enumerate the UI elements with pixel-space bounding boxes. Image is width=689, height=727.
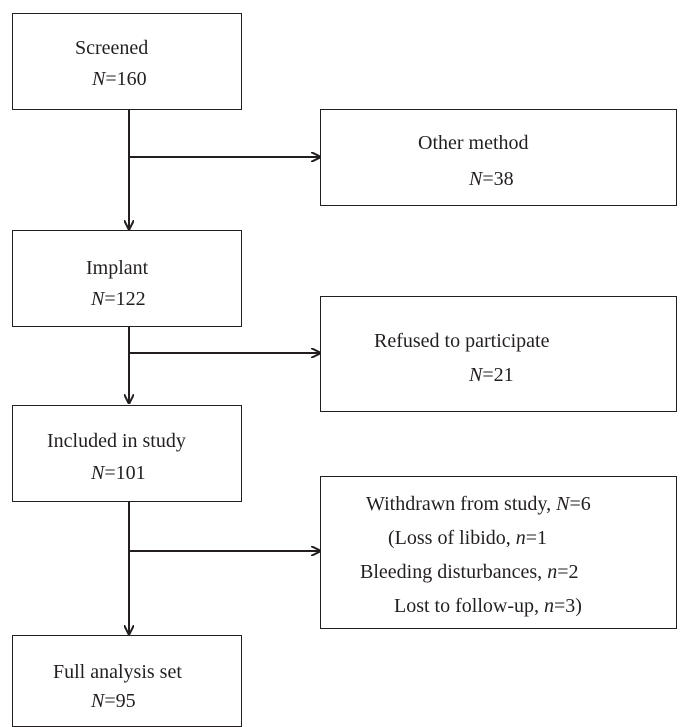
included-box <box>12 405 242 502</box>
refused-count: N=21 <box>469 364 514 386</box>
refused-box <box>320 296 677 412</box>
withdrawn-line-4: Lost to follow-up, n=3) <box>394 595 582 617</box>
other-method-box <box>320 109 677 206</box>
withdrawn-line-2: (Loss of libido, n=1 <box>388 527 548 549</box>
other-method-count: N=38 <box>469 168 514 190</box>
included-label: Included in study <box>47 430 186 452</box>
other-method-label: Other method <box>418 132 529 154</box>
screened-label: Screened <box>75 37 149 59</box>
withdrawn-line-1: Withdrawn from study, N=6 <box>366 493 591 515</box>
withdrawn-box <box>320 476 677 629</box>
implant-label: Implant <box>86 257 149 279</box>
included-count: N=101 <box>91 462 146 484</box>
screened-box <box>12 13 242 110</box>
screened-count: N=160 <box>92 68 147 90</box>
implant-box <box>12 230 242 327</box>
implant-count: N=122 <box>91 288 146 310</box>
full-analysis-count: N=95 <box>91 690 136 712</box>
full-analysis-label: Full analysis set <box>53 661 182 683</box>
withdrawn-line-3: Bleeding disturbances, n=2 <box>360 561 579 583</box>
full-analysis-box <box>12 635 242 727</box>
refused-label: Refused to participate <box>374 330 550 352</box>
